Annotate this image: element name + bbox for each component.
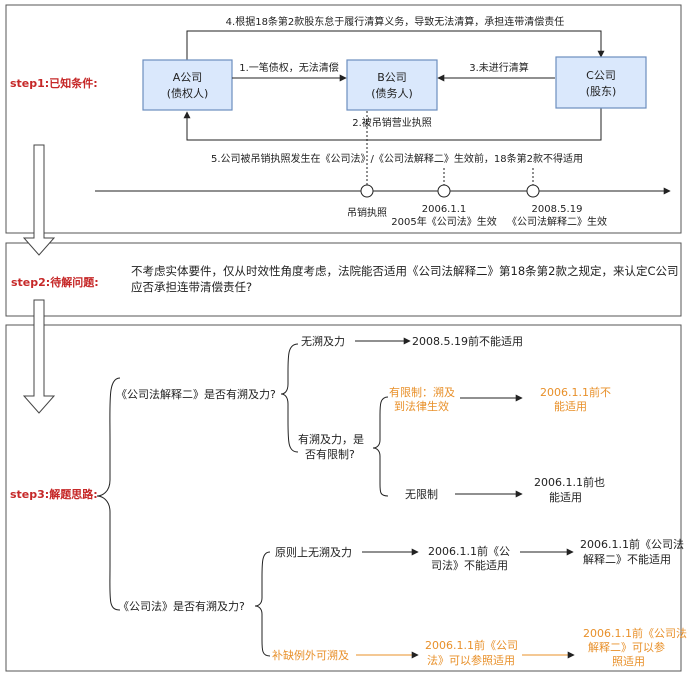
edge-4-line xyxy=(186,30,605,60)
q2-principle-result-line1: 2006.1.1前《公 xyxy=(428,544,510,558)
box-b-company: B公司 (债务人) xyxy=(346,59,438,111)
q2-exception-result-line2: 法》可以参照适用 xyxy=(427,653,515,667)
edge-5-label: 5.公司被吊销执照发生在《公司法》/《公司法解释二》生效前，18条第2款不得适用 xyxy=(211,152,583,165)
box-c-company: C公司 (股东) xyxy=(555,56,647,109)
step3-label: step3:解题思路: xyxy=(10,487,98,501)
q2-exception-result2-line2: 解释二》可以参 xyxy=(588,640,665,654)
timeline-label-2008-date: 2008.5.19 xyxy=(532,204,583,215)
box-a-line2: (债权人) xyxy=(167,86,209,100)
q2-principle-result2-line2: 解释二》不能适用 xyxy=(583,552,671,566)
q1-unlimited-result-line2: 能适用 xyxy=(549,490,582,504)
q1-yes-line1: 有溯及力，是 xyxy=(298,432,364,446)
box-c-line1: C公司 xyxy=(586,69,616,82)
step2-frame xyxy=(5,242,682,317)
q2-text: 《公司法》是否有溯及力? xyxy=(118,599,245,613)
question-line-1: 不考虑实体要件，仅从时效性角度考虑，法院能否适用《公司法解释二》第18条第2款之… xyxy=(131,264,678,278)
q1-limited-line2: 到法律生效 xyxy=(394,399,449,413)
q2-exception-result-line1: 2006.1.1前《公司 xyxy=(425,638,518,652)
q2-principle-text: 原则上无溯及力 xyxy=(275,546,352,559)
timeline-point-revocation xyxy=(360,184,374,198)
q2-principle-result2-line1: 2006.1.1前《公司法 xyxy=(580,537,684,551)
box-a-line1: A公司 xyxy=(173,71,203,84)
timeline-point-2008 xyxy=(526,184,540,198)
step2-label: step2:待解问题: xyxy=(11,275,99,289)
q1-unlimited-text: 无限制 xyxy=(405,488,438,501)
timeline-label-2008-desc: 《公司法解释二》生效 xyxy=(507,215,607,228)
edge-4-label: 4.根据18条第2款股东怠于履行清算义务，导致无法清算，承担连带清偿责任 xyxy=(226,15,565,28)
q1-no-text: 无溯及力 xyxy=(301,335,345,348)
box-a-company: A公司 (债权人) xyxy=(142,59,233,111)
box-b-line1: B公司 xyxy=(377,71,407,84)
step3-frame xyxy=(5,324,682,672)
q1-limited-result-line2: 能适用 xyxy=(554,399,587,413)
flow-arrow-1 xyxy=(22,144,56,256)
q1-brace xyxy=(280,343,299,453)
edge-1-label: 1.一笔债权，无法清偿 xyxy=(239,61,339,74)
q2-exception-result2-line1: 2006.1.1前《公司法 xyxy=(583,626,687,640)
edge-3-label: 3.未进行清算 xyxy=(469,61,529,74)
q1-no-result: 2008.5.19前不能适用 xyxy=(412,334,523,348)
main-brace xyxy=(96,377,121,611)
timeline-point-2006 xyxy=(437,184,451,198)
flow-arrow-2 xyxy=(22,299,56,414)
step1-label: step1:已知条件: xyxy=(10,76,98,90)
q2-principle-result-line2: 司法》不能适用 xyxy=(431,558,508,572)
box-b-line2: (债务人) xyxy=(371,86,413,100)
q2-brace xyxy=(254,551,271,657)
q1-yes-line2: 否有限制? xyxy=(305,447,355,461)
q2-exception-text: 补缺例外可溯及 xyxy=(272,648,349,662)
q1-unlimited-result-line1: 2006.1.1前也 xyxy=(534,475,605,489)
q1-yes-brace xyxy=(372,396,389,497)
box-c-line2: (股东) xyxy=(586,85,617,98)
timeline-label-revocation: 吊销执照 xyxy=(347,206,387,219)
q1-text: 《公司法解释二》是否有溯及力? xyxy=(116,387,276,401)
q2-exception-result2-line3: 照适用 xyxy=(612,655,645,668)
timeline-label-2006-desc: 2005年《公司法》生效 xyxy=(391,215,496,228)
edge-2-label: 2.被吊销营业执照 xyxy=(352,116,432,129)
edge-5-line xyxy=(183,108,602,141)
q1-limited-line1: 有限制：溯及 xyxy=(389,385,455,399)
timeline-label-2006-date: 2006.1.1 xyxy=(422,204,467,215)
question-line-2: 应否承担连带清偿责任? xyxy=(131,280,252,294)
step1-frame xyxy=(5,4,682,234)
q1-limited-result-line1: 2006.1.1前不 xyxy=(540,385,611,399)
